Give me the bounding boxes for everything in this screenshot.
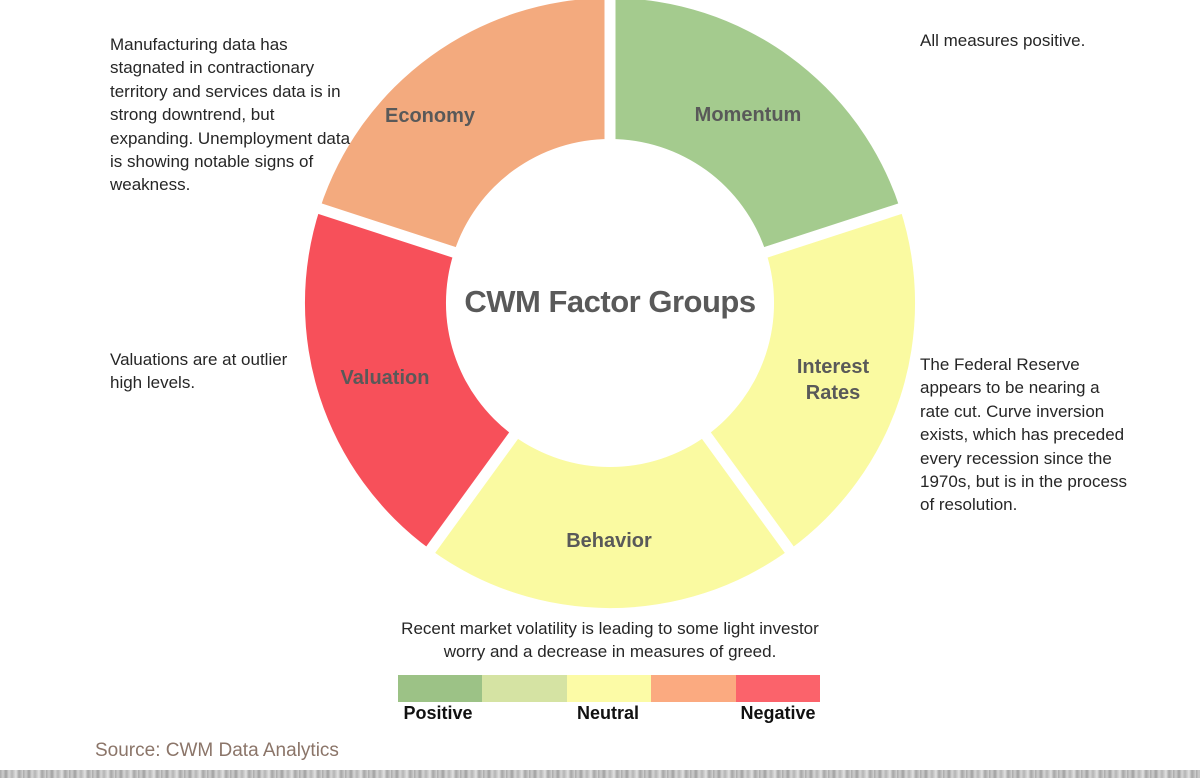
legend-label-positive: Positive xyxy=(403,703,473,723)
legend-label-neutral: Neutral xyxy=(576,703,639,723)
legend-swatch-positive-neutral xyxy=(482,675,567,702)
segment-label-economy: Economy xyxy=(384,105,476,127)
legend-swatch-positive xyxy=(398,675,483,702)
sentiment-legend-bar xyxy=(398,675,821,702)
annotation-interest-rates: The Federal Reserve appears to be nearin… xyxy=(920,355,1127,515)
segment-gap-lines xyxy=(309,0,911,561)
legend-swatch-neutral-negative xyxy=(651,675,736,702)
annotation-economy: Manufacturing data has stagnated in cont… xyxy=(110,35,351,195)
bottom-edge-artifact-strip xyxy=(0,770,1200,778)
annotation-momentum: All measures positive. xyxy=(920,31,1086,50)
chart-center-title: CWM Factor Groups xyxy=(464,284,756,319)
donut-segment-behavior xyxy=(430,435,790,609)
segment-label-behavior: Behavior xyxy=(566,530,652,552)
source-attribution: Source: CWM Data Analytics xyxy=(95,740,339,761)
donut-segment-valuation xyxy=(304,208,514,550)
annotation-valuation: Valuations are at outlier high levels. xyxy=(110,350,288,393)
donut-segment-momentum xyxy=(610,0,901,253)
annotation-behavior: Recent market volatility is leading to s… xyxy=(401,619,819,662)
segment-label-interest-rates: Interest Rates xyxy=(796,356,870,404)
legend-label-negative: Negative xyxy=(740,703,816,723)
donut-segment-interest-rates xyxy=(706,208,916,550)
segment-label-valuation: Valuation xyxy=(340,367,430,389)
legend-swatch-neutral xyxy=(566,675,652,702)
legend-swatch-negative xyxy=(735,675,821,702)
donut-segment-economy xyxy=(319,0,610,253)
segment-label-momentum: Momentum xyxy=(694,104,802,126)
